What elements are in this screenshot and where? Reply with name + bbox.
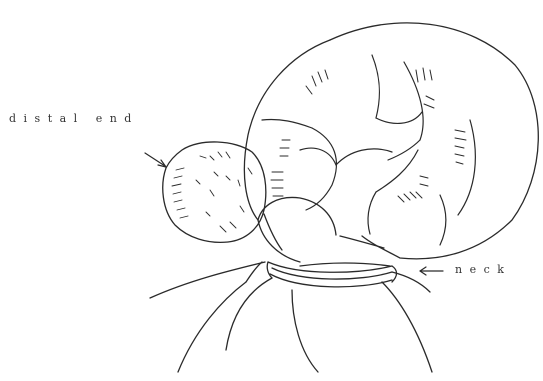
label-distal-end: distal end — [9, 112, 139, 125]
neck-band — [267, 262, 396, 287]
fold-lines — [262, 55, 475, 245]
distal-bulb — [163, 142, 282, 250]
main-bulb — [244, 23, 538, 262]
hatch-marks — [271, 68, 466, 202]
neck-arrow — [420, 267, 443, 275]
label-neck: neck — [455, 263, 511, 276]
hand-shapes — [150, 236, 432, 372]
distal-bulb-stipple — [172, 152, 252, 232]
distal-end-arrow — [145, 153, 166, 167]
